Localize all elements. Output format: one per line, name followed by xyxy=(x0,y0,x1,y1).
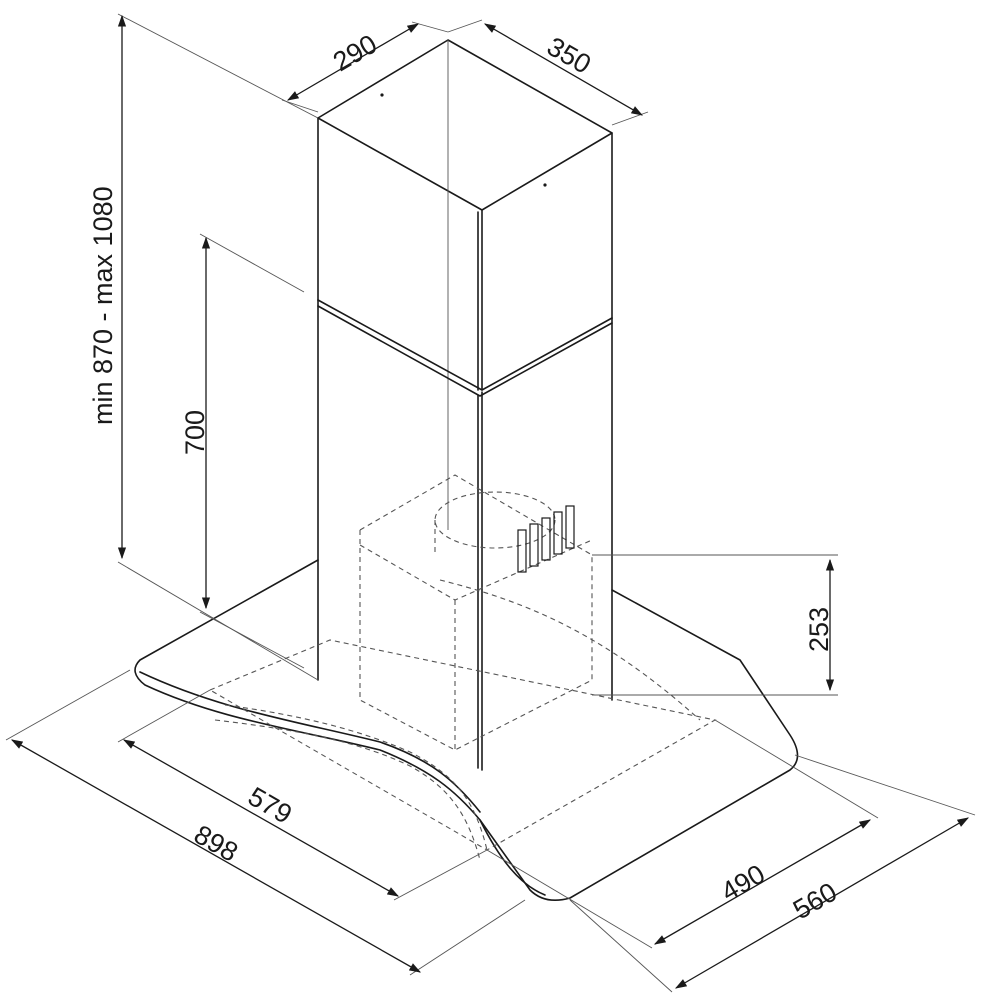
dimension-glass-depth: 579 xyxy=(117,689,488,901)
dimension-label-350: 350 xyxy=(542,31,596,80)
vent-grille xyxy=(517,505,575,573)
dimension-label-898: 898 xyxy=(189,819,243,868)
dimension-label-700: 700 xyxy=(180,410,210,455)
upper-chimney xyxy=(317,39,613,530)
dimension-label-total-height: min 870 - max 1080 xyxy=(88,186,118,425)
chimney xyxy=(317,39,613,771)
dimension-lower-chimney: 700 xyxy=(180,233,305,669)
dimension-label-579: 579 xyxy=(243,781,297,830)
dimension-label-253: 253 xyxy=(804,607,834,652)
dimension-chimney-depth: 290 xyxy=(281,21,449,113)
dimension-canopy-height: 253 xyxy=(592,554,838,696)
dimension-chimney-width: 350 xyxy=(447,19,649,126)
motor-block-hidden xyxy=(359,474,593,751)
dimension-overall-depth: 560 xyxy=(569,754,976,993)
lower-chimney xyxy=(317,299,613,771)
dimension-label-490: 490 xyxy=(716,859,770,908)
dimension-total-height: min 870 - max 1080 xyxy=(88,13,319,681)
dimension-label-290: 290 xyxy=(328,29,382,78)
